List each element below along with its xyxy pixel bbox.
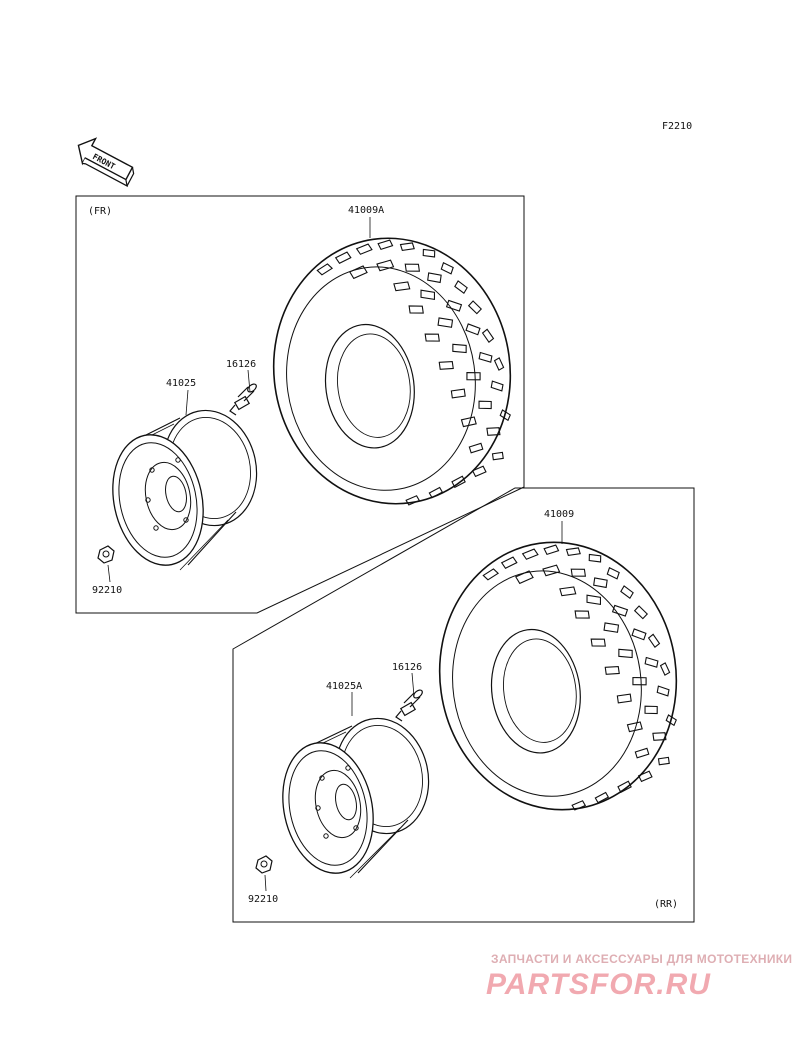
rear-nut-label: 92210	[248, 894, 278, 905]
front-panel-tag: (FR)	[88, 206, 112, 217]
rear-rim	[282, 717, 430, 879]
front-arrow-icon: FRONT	[77, 137, 135, 188]
front-nut	[97, 545, 115, 564]
rear-tire	[438, 541, 678, 811]
front-nut-label: 92210	[92, 585, 122, 596]
front-rim-label: 41025	[166, 378, 196, 389]
rear-panel: (RR) 41009	[232, 487, 695, 923]
figure-code: F2210	[662, 121, 692, 132]
rear-valve	[395, 689, 423, 722]
rear-nut	[255, 855, 273, 874]
front-tire	[272, 237, 512, 506]
front-valve-label: 16126	[226, 359, 256, 370]
watermark-logo: PARTSFOR.RU	[486, 968, 711, 1001]
rear-tire-label: 41009	[544, 509, 574, 520]
watermark-tagline: ЗАПЧАСТИ И АКСЕССУАРЫ ДЛЯ МОТОТЕХНИКИ	[491, 952, 792, 966]
front-valve	[229, 383, 257, 416]
rear-panel-tag: (RR)	[654, 899, 678, 910]
rear-rim-label: 41025A	[326, 681, 362, 692]
front-tire-label: 41009A	[348, 205, 384, 216]
rear-valve-label: 16126	[392, 662, 422, 673]
front-panel: (FR)	[75, 195, 525, 614]
watermark: ЗАПЧАСТИ И АКСЕССУАРЫ ДЛЯ МОТОТЕХНИКИ PA…	[486, 952, 792, 1001]
front-rim	[112, 409, 258, 571]
